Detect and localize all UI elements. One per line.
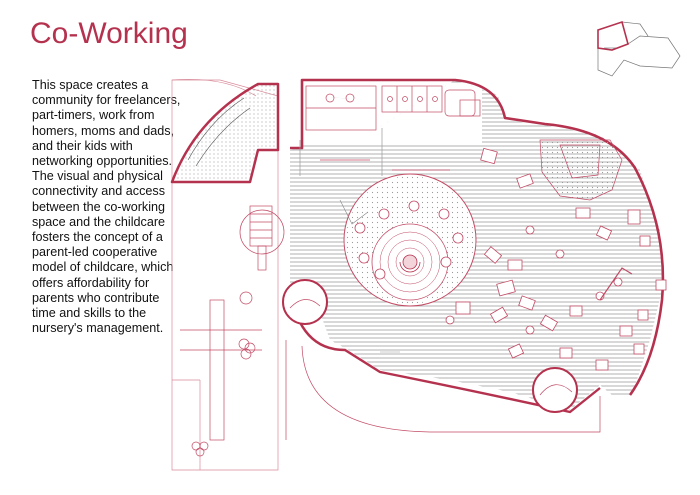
page-title: Co-Working (30, 17, 188, 50)
lower-curved-zone (282, 279, 601, 440)
restroom-block (299, 85, 476, 176)
right-lounge-zone (539, 139, 623, 201)
furniture-clusters (445, 147, 667, 371)
childcare-tables (354, 200, 464, 280)
left-strip-features (180, 205, 285, 457)
building-outline (290, 78, 665, 396)
top-desks (320, 99, 481, 171)
upper-left-wing (170, 82, 280, 184)
description-text: This space creates a community for freel… (32, 78, 181, 336)
